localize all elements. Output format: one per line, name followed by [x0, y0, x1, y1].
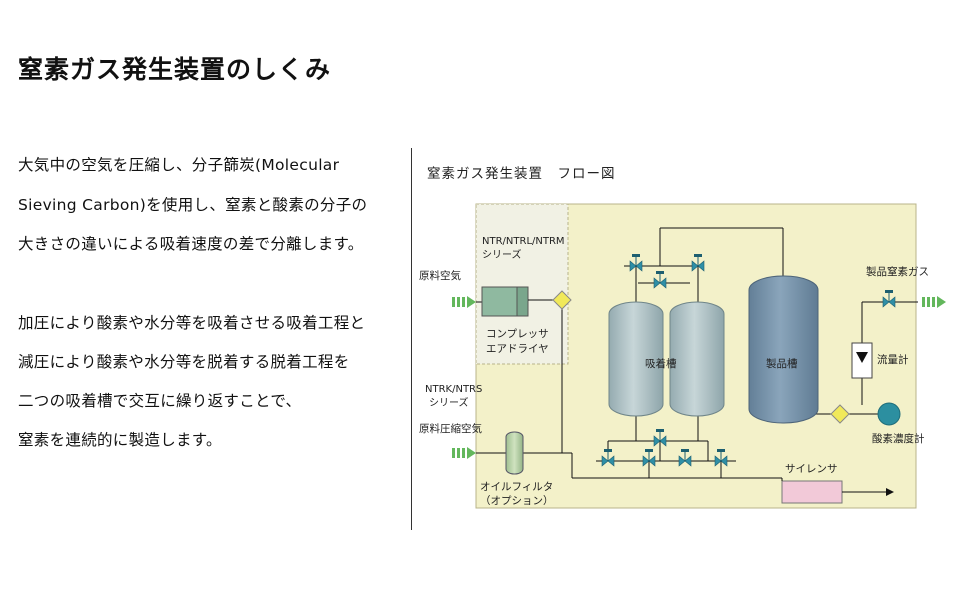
silencer — [781, 480, 843, 504]
compressed-air-label: 原料圧縮空気 — [419, 422, 482, 435]
page-title: 窒素ガス発生装置のしくみ — [18, 55, 332, 84]
flow-meter-label: 流量計 — [877, 353, 909, 366]
product-tank — [748, 275, 819, 424]
adsorption-tank-a — [608, 301, 664, 417]
oxygen-meter-icon — [877, 402, 901, 426]
compressor-unit — [481, 286, 529, 317]
description-line: 大気中の空気を圧縮し、分子篩炭(Molecular — [18, 156, 340, 174]
compressor-label: コンプレッサ — [486, 328, 549, 340]
product-gas-arrow-icon — [922, 296, 946, 308]
series-label: NTRK/NTRS — [425, 384, 482, 395]
valve-icon — [678, 449, 692, 467]
diagram-title: 窒素ガス発生装置 フロー図 — [427, 165, 616, 182]
description-line: 二つの吸着槽で交互に繰り返すことで、 — [18, 392, 302, 410]
raw-air-label: 原料空気 — [419, 269, 461, 282]
description-line: 窒素を連続的に製造します。 — [18, 431, 222, 449]
valve-icon — [882, 290, 896, 308]
adsorption-tank-label: 吸着槽 — [645, 357, 677, 370]
valve-icon — [691, 254, 705, 272]
oxygen-meter-label: 酸素濃度計 — [872, 432, 925, 445]
description-line: 大きさの違いによる吸着速度の差で分離します。 — [18, 235, 364, 253]
valve-icon — [642, 449, 656, 467]
valve-group — [601, 254, 896, 467]
outlet-junction-icon — [830, 404, 850, 424]
silencer-label: サイレンサ — [785, 463, 838, 475]
description-line: Sieving Carbon)を使用し、窒素と酸素の分子の — [18, 196, 368, 214]
compressor-label: エアドライヤ — [486, 343, 549, 355]
valve-icon — [601, 449, 615, 467]
series-label: シリーズ — [482, 248, 522, 261]
adsorption-tank-b — [669, 301, 725, 417]
compressed-air-arrow-icon — [452, 447, 476, 459]
valve-icon — [714, 449, 728, 467]
product-gas-label: 製品窒素ガス — [866, 265, 929, 278]
oil-filter-label: （オプション） — [480, 495, 554, 507]
description-line: 加圧により酸素や水分等を吸着させる吸着工程と — [18, 314, 366, 332]
valve-icon — [653, 429, 667, 447]
series-label: シリーズ — [429, 396, 469, 409]
product-tank-label: 製品槽 — [766, 357, 798, 370]
flow-meter-icon — [851, 342, 873, 379]
oil-filter-label: オイルフィルタ — [480, 481, 553, 493]
valve-icon — [629, 254, 643, 272]
description-line: 減圧により酸素や水分等を脱着する脱着工程を — [18, 353, 350, 371]
raw-air-arrow-icon — [452, 296, 476, 308]
vertical-divider — [411, 148, 412, 530]
series-label: NTR/NTRL/NTRM — [482, 236, 565, 247]
compressor-zone — [475, 203, 569, 365]
valve-icon — [653, 271, 667, 289]
inlet-junction-icon — [552, 290, 572, 310]
oil-filter — [505, 431, 524, 475]
